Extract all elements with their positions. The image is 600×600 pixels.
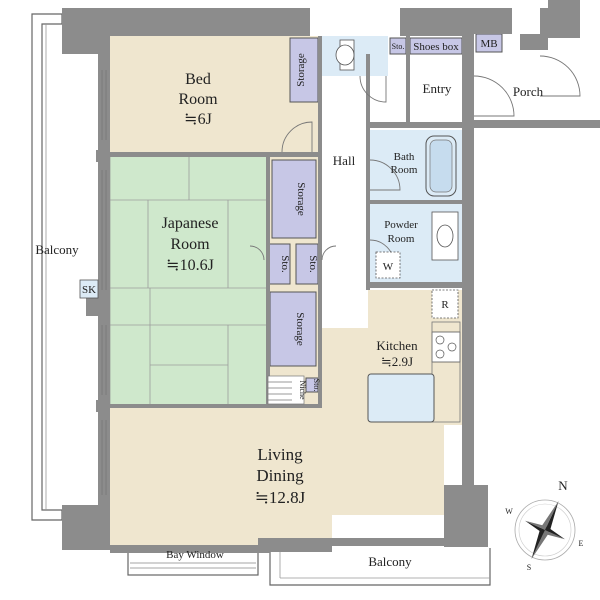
shoes-box-label: Shoes box: [413, 41, 459, 53]
walls: [62, 0, 600, 553]
bedroom-label-line2: Room: [178, 91, 218, 108]
bay-window-label: Bay Window: [166, 549, 224, 561]
washer-label: W: [383, 261, 394, 273]
sto-left-label: Sto.: [279, 255, 291, 273]
hall-floor: [320, 36, 368, 328]
compass-east: E: [579, 539, 584, 548]
living-area: ≒12.8J: [255, 488, 306, 507]
porch-label: Porch: [513, 84, 544, 99]
living-label-line2: Dining: [256, 466, 304, 485]
compass: N S E W: [505, 478, 583, 572]
japanese-room-label-line1: Japanese: [162, 215, 219, 232]
fridge-space: [431, 289, 459, 319]
japanese-room-label-line2: Room: [170, 236, 210, 253]
sto-niche-label: Sto.: [312, 379, 321, 392]
kitchen-counter: [431, 321, 461, 423]
kitchen-area: ≒2.9J: [381, 354, 413, 369]
west-windows: [101, 70, 107, 495]
hall-label: Hall: [333, 153, 356, 168]
entry-label: Entry: [423, 81, 452, 96]
sto-right-label: Sto.: [307, 255, 319, 273]
bath-label-line1: Bath: [394, 151, 415, 163]
bedroom-label-line1: Bed: [185, 71, 211, 88]
compass-south: S: [527, 563, 531, 572]
powder-label-line1: Powder: [384, 219, 418, 231]
washbasin: [431, 211, 459, 261]
living-dining-floor: [110, 290, 462, 545]
powder-label-line2: Room: [388, 233, 415, 245]
entry-floor: [408, 54, 462, 122]
storage-units: [267, 33, 503, 393]
living-label-line1: Living: [257, 445, 303, 464]
south-balcony-label: Balcony: [368, 554, 412, 569]
sk-label: SK: [82, 284, 96, 296]
fridge-label: R: [441, 299, 449, 311]
bedroom-area: ≒6J: [184, 111, 212, 128]
kitchen-island: [367, 373, 435, 423]
west-balcony-label: Balcony: [35, 242, 79, 257]
south-balcony: [269, 548, 491, 586]
bedroom-floor: [110, 36, 320, 154]
compass-north: N: [558, 478, 568, 493]
sk-badge: SK: [79, 279, 99, 299]
stove: [431, 331, 461, 363]
storage-japanese-label: Storage: [295, 182, 307, 216]
storage-bedroom-label: Storage: [295, 53, 307, 87]
japanese-room-area: ≒10.6J: [166, 257, 214, 274]
mb-label: MB: [480, 38, 497, 50]
compass-west: W: [505, 507, 513, 516]
toilet-fixture: [335, 39, 355, 71]
bathtub: [425, 135, 457, 197]
washer-space: [375, 251, 401, 279]
kitchen-label: Kitchen: [376, 338, 418, 353]
japanese-room-floor: [109, 155, 269, 407]
bath-label-line2: Room: [391, 164, 418, 176]
door-swings: [249, 55, 581, 265]
niche-label: Niche: [298, 380, 307, 400]
west-balcony: [31, 13, 63, 521]
niche-shelf: [267, 375, 305, 405]
storage-lower-label: Storage: [294, 312, 306, 346]
sto-entry-label: Sto.: [392, 42, 405, 51]
